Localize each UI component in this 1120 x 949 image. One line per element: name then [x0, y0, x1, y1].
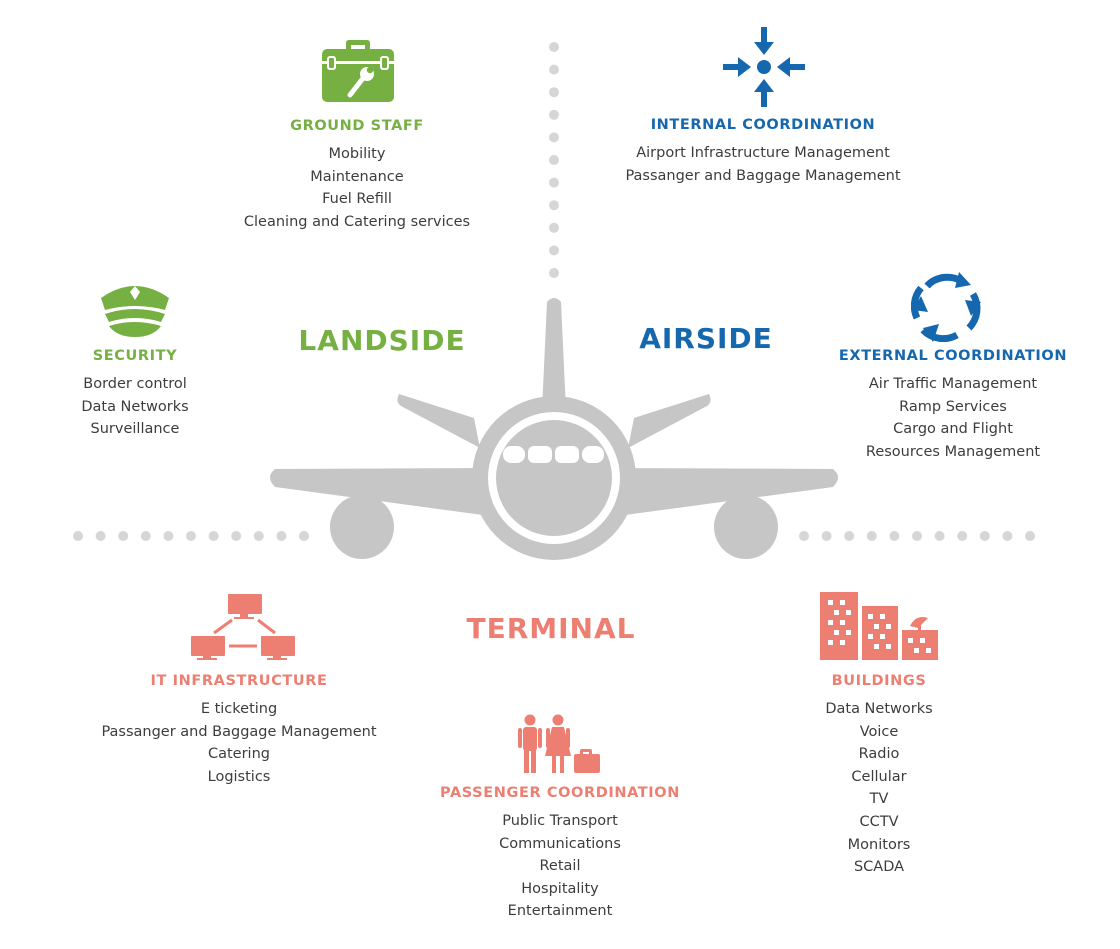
police-cap-icon: [101, 286, 169, 337]
divider-dot: [118, 531, 129, 541]
list-item: SCADA: [853, 859, 905, 876]
security-list: Border control Data Networks Surveillanc…: [15, 373, 255, 441]
it-infrastructure-block: IT INFRASTRUCTURE E ticketing Passanger …: [69, 673, 409, 788]
list-item: Cellular: [851, 768, 907, 785]
divider-dot: [549, 268, 559, 278]
ground-staff-block: GROUND STAFF Mobility Maintenance Fuel R…: [197, 118, 517, 233]
divider-dot: [549, 222, 559, 233]
divider-dots: [73, 42, 1035, 541]
list-item: E ticketing: [200, 701, 278, 717]
list-item: Air Traffic Management: [868, 376, 1038, 392]
divider-dot: [799, 531, 809, 541]
list-item: Mobility: [328, 146, 386, 162]
divider-dot: [549, 64, 559, 75]
divider-dot: [549, 177, 559, 188]
list-item: TV: [869, 791, 889, 808]
converging-arrows-icon: [723, 27, 805, 107]
list-item: Logistics: [207, 768, 271, 785]
zone-landside-label: LANDSIDE: [298, 324, 466, 357]
internal-coordination-list: Airport Infrastructure Management Passan…: [593, 142, 933, 187]
divider-dot: [549, 109, 559, 120]
divider-dot: [979, 531, 990, 541]
list-item: Catering: [207, 746, 270, 763]
internal-coordination-title: INTERNAL COORDINATION: [650, 117, 876, 133]
divider-dot: [1002, 531, 1013, 541]
zone-airside-label: AIRSIDE: [639, 322, 773, 355]
external-coordination-list: Air Traffic Management Ramp Services Car…: [823, 373, 1083, 463]
list-item: Border control: [83, 376, 187, 392]
external-coordination-title: EXTERNAL COORDINATION: [838, 348, 1068, 364]
list-item: Data Networks: [825, 701, 933, 717]
list-item: Passanger and Baggage Management: [101, 723, 377, 740]
buildings-block: BUILDINGS Data Networks Voice Radio Cell…: [769, 673, 989, 879]
list-item: Retail: [539, 858, 581, 875]
divider-dot: [95, 531, 106, 541]
list-item: Maintenance: [310, 168, 404, 185]
list-item: Fuel Refill: [322, 191, 392, 208]
ground-staff-list: Mobility Maintenance Fuel Refill Cleanin…: [197, 143, 517, 233]
internal-coordination-block: INTERNAL COORDINATION Airport Infrastruc…: [593, 117, 933, 187]
divider-dot: [186, 531, 196, 541]
divider-dot: [1025, 531, 1035, 541]
divider-dot: [912, 531, 922, 541]
list-item: Cargo and Flight: [893, 421, 1013, 438]
divider-dot: [299, 531, 309, 541]
list-item: CCTV: [859, 813, 899, 830]
divider-dot: [549, 132, 559, 143]
zone-terminal-label: TERMINAL: [466, 612, 636, 645]
divider-dot: [957, 531, 968, 541]
ground-staff-title: GROUND STAFF: [290, 118, 424, 134]
list-item: Radio: [858, 746, 900, 763]
security-title: SECURITY: [92, 348, 178, 364]
list-item: Cleaning and Catering services: [243, 213, 471, 230]
list-item: Passanger and Baggage Management: [625, 167, 901, 184]
passenger-coordination-list: Public Transport Communications Retail H…: [410, 810, 710, 923]
it-infrastructure-title: IT INFRASTRUCTURE: [150, 673, 328, 689]
divider-dot: [163, 531, 174, 541]
divider-dot: [276, 531, 287, 541]
list-item: Ramp Services: [899, 398, 1007, 415]
it-infrastructure-list: E ticketing Passanger and Baggage Manage…: [69, 698, 409, 788]
divider-dot: [549, 200, 559, 211]
buildings-title: BUILDINGS: [831, 673, 927, 689]
list-item: Monitors: [847, 836, 911, 853]
list-item: Airport Infrastructure Management: [636, 145, 890, 161]
divider-dot: [231, 531, 242, 541]
list-item: Communications: [499, 835, 621, 852]
security-block: SECURITY Border control Data Networks Su…: [15, 348, 255, 441]
list-item: Public Transport: [502, 813, 618, 829]
divider-dot: [73, 531, 83, 541]
divider-dot: [934, 531, 945, 541]
divider-dot: [549, 42, 559, 52]
list-item: Data Networks: [81, 398, 189, 415]
buildings-list: Data Networks Voice Radio Cellular TV CC…: [769, 698, 989, 879]
circular-arrows-icon: [911, 272, 981, 342]
airplane-icon: [270, 298, 838, 560]
divider-dot: [844, 531, 855, 541]
network-monitors-icon: [191, 594, 295, 660]
toolbox-wrench-icon: [322, 40, 394, 102]
divider-dot: [549, 245, 559, 256]
list-item: Entertainment: [507, 903, 613, 920]
passenger-coordination-block: PASSENGER COORDINATION Public Transport …: [410, 785, 710, 923]
passenger-coordination-title: PASSENGER COORDINATION: [440, 785, 680, 801]
list-item: Voice: [859, 723, 899, 740]
divider-dot: [549, 87, 559, 98]
divider-dot: [253, 531, 264, 541]
list-item: Resources Management: [865, 443, 1041, 460]
passengers-luggage-icon: [518, 714, 600, 773]
list-item: Surveillance: [90, 421, 180, 438]
list-item: Hospitality: [521, 880, 599, 897]
buildings-icon: [820, 592, 938, 660]
divider-dot: [866, 531, 877, 541]
divider-dot: [208, 531, 219, 541]
external-coordination-block: EXTERNAL COORDINATION Air Traffic Manage…: [823, 348, 1083, 463]
divider-dot: [821, 531, 832, 541]
divider-dot: [549, 155, 559, 165]
divider-dot: [140, 531, 151, 541]
divider-dot: [889, 531, 900, 541]
